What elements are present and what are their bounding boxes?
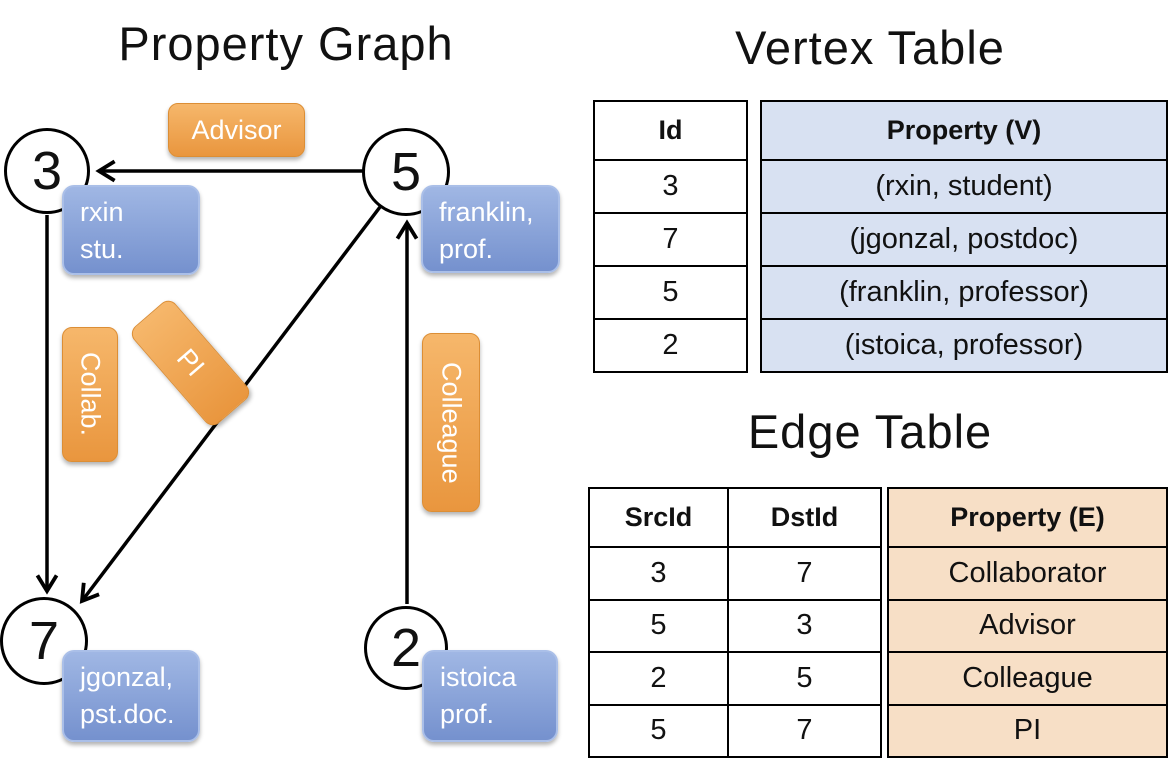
node-property-line: pst.doc. (80, 699, 175, 729)
table-cell: 5 (650, 714, 667, 747)
edge-table-property-column: Property (E) Collaborator Advisor Collea… (887, 487, 1168, 758)
node-property-line: prof. (440, 699, 495, 729)
node-property-franklin: franklin, prof. (421, 185, 560, 273)
graph-node-5: 5 (362, 128, 450, 216)
table-cell: Colleague (889, 651, 1166, 704)
node-property-istoica: istoica prof. (422, 650, 558, 742)
table-cell: 3 (727, 600, 880, 651)
property-graph-title: Property Graph (118, 17, 454, 70)
table-cell: Collaborator (889, 546, 1166, 599)
node-2-label: 2 (390, 618, 422, 678)
vertex-table-header-property: Property (V) (762, 102, 1166, 159)
node-5-label: 5 (390, 142, 422, 202)
node-7-label: 7 (28, 611, 60, 671)
table-cell: 3 (595, 159, 746, 212)
table-cell: 5 (727, 653, 880, 704)
edge-label-colleague: Colleague (422, 333, 480, 512)
edge-table-id-columns: SrcId DstId 3 7 5 3 2 5 5 7 (588, 487, 882, 758)
graph-node-3: 3 (4, 128, 90, 214)
edge-label-collab: Collab. (62, 327, 118, 462)
table-cell: 5 (595, 265, 746, 318)
node-property-line: istoica (440, 662, 517, 692)
table-cell: PI (889, 703, 1166, 756)
vertex-table-id-column: Id 3 7 5 2 (593, 100, 748, 373)
table-cell: 7 (595, 212, 746, 265)
edge-label-advisor: Advisor (168, 103, 305, 157)
table-cell: 2 (595, 318, 746, 371)
table-cell: 2 (650, 661, 667, 694)
edge-table-header-dstid: DstId (727, 489, 880, 546)
table-cell: (istoica, professor) (762, 318, 1166, 371)
table-cell: (jgonzal, postdoc) (762, 212, 1166, 265)
vertex-table-property-column: Property (V) (rxin, student) (jgonzal, p… (760, 100, 1168, 373)
edge-label-pi: PI (127, 296, 254, 430)
table-cell: 5 (650, 609, 667, 642)
node-property-line: stu. (80, 234, 124, 264)
edge-table-header-property: Property (E) (889, 489, 1166, 546)
table-cell: (rxin, student) (762, 159, 1166, 212)
vertex-table-header-id: Id (658, 115, 683, 145)
table-cell: 7 (727, 548, 880, 599)
edge-table-header-srcid: SrcId (624, 502, 693, 532)
edge-table-title: Edge Table (747, 405, 993, 458)
node-property-line: prof. (439, 234, 494, 264)
table-cell: Advisor (889, 598, 1166, 651)
table-cell: 7 (727, 705, 880, 756)
table-cell: 3 (650, 556, 667, 589)
vertex-table-title: Vertex Table (735, 21, 1005, 74)
node-property-line: jgonzal, (80, 662, 174, 692)
table-cell: (franklin, professor) (762, 265, 1166, 318)
node-3-label: 3 (31, 141, 63, 201)
node-property-line: franklin, (439, 197, 534, 227)
node-property-line: rxin (80, 197, 124, 227)
node-property-jgonzal: jgonzal, pst.doc. (62, 650, 200, 742)
node-property-rxin: rxin stu. (62, 185, 200, 275)
